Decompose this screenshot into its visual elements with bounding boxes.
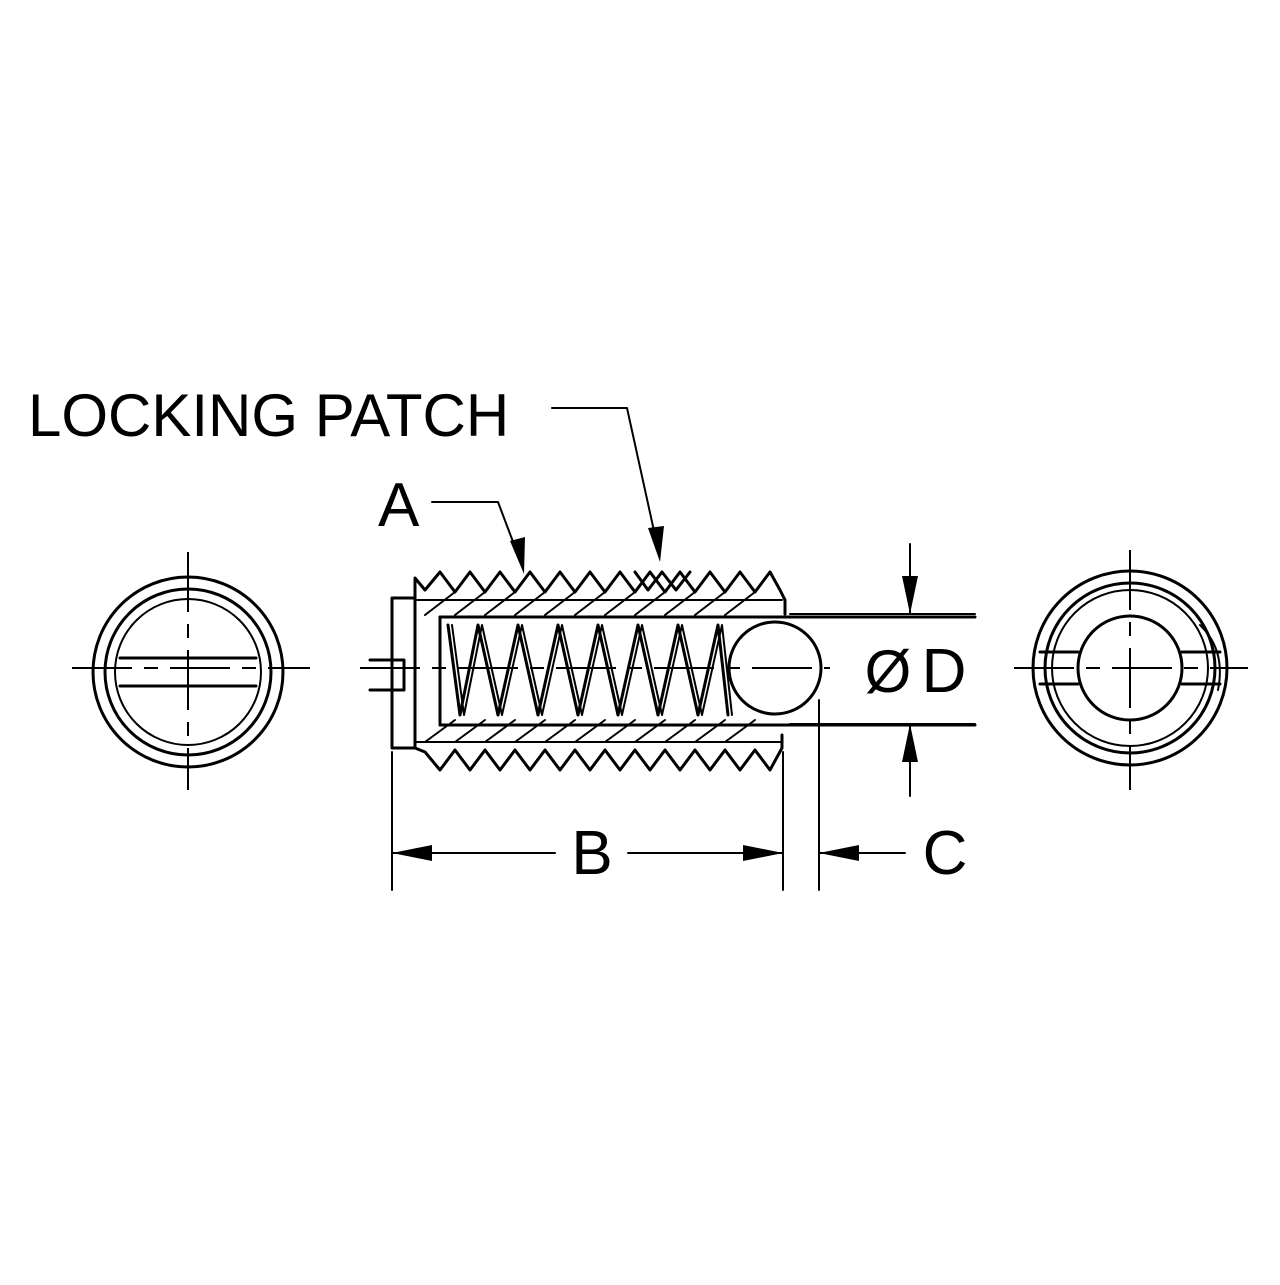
bottom-thread-helix <box>424 719 756 743</box>
label-d: D <box>922 637 967 706</box>
right-patch-arc <box>1199 624 1221 691</box>
label-b: B <box>571 819 612 888</box>
body-slot <box>368 658 406 692</box>
dim-d-arrow-top <box>902 576 918 614</box>
a-leader <box>431 501 519 556</box>
side-view <box>360 570 977 772</box>
label-c: C <box>923 819 968 888</box>
spring-back <box>451 624 733 716</box>
callouts: LOCKING PATCH A <box>28 382 692 592</box>
label-locking-patch: LOCKING PATCH <box>28 382 509 449</box>
left-end-view <box>72 552 310 790</box>
dim-c-arrow <box>819 845 859 861</box>
locking-patch-mark <box>633 570 692 592</box>
locking-patch-arrow <box>648 526 664 562</box>
right-slot-marks <box>1038 650 1222 686</box>
diameter-symbol: Ø <box>865 638 912 705</box>
top-thread-profile <box>413 570 787 602</box>
dim-b-arrow-right <box>743 845 783 861</box>
body-left-end <box>390 596 417 750</box>
top-thread-helix <box>424 591 756 616</box>
dim-d-arrow-bottom <box>902 724 918 762</box>
spring-front <box>446 623 730 717</box>
dim-b-arrow-left <box>392 845 432 861</box>
locking-patch-leader <box>551 407 657 541</box>
label-a: A <box>378 471 420 540</box>
bottom-thread-profile <box>413 746 784 772</box>
right-end-view <box>1014 550 1248 790</box>
a-arrow <box>510 537 525 574</box>
dimensions: B C Ø D <box>391 543 976 891</box>
